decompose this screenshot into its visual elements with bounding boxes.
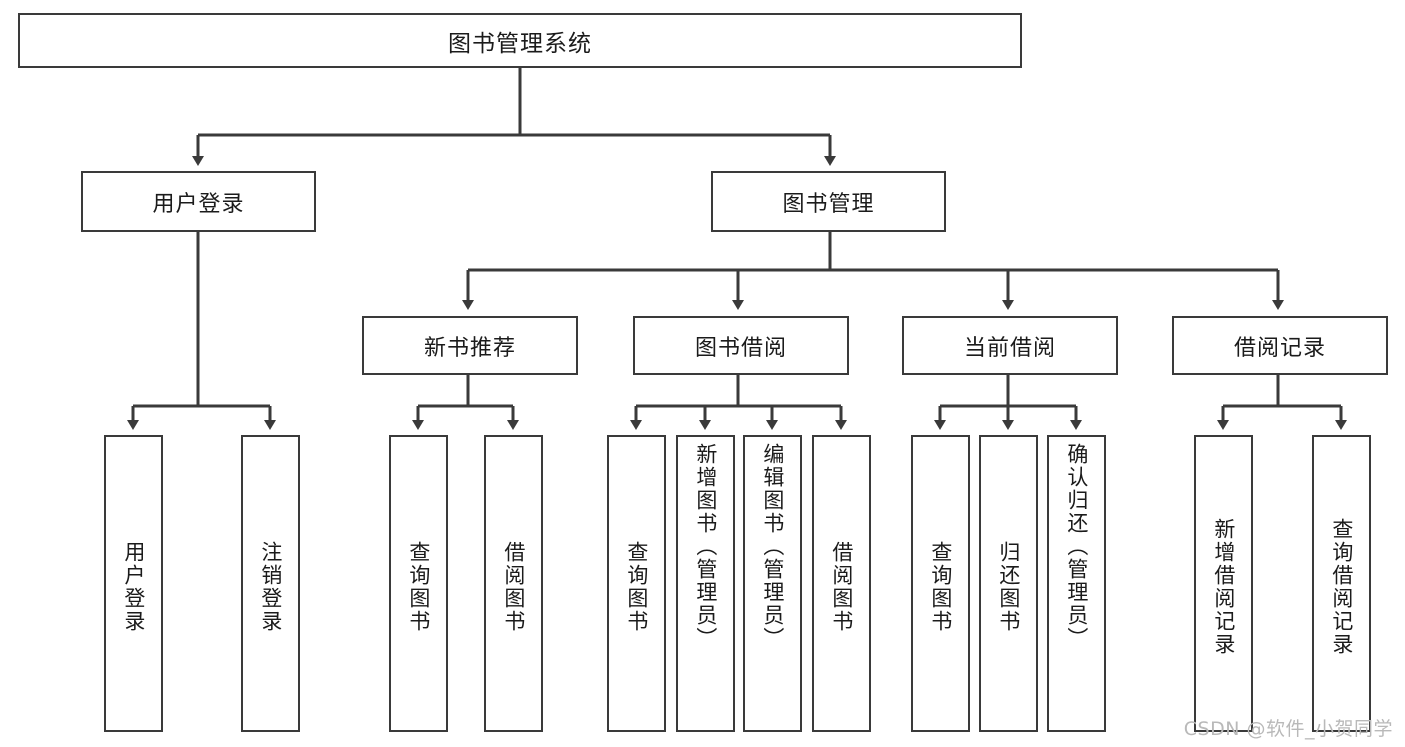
node-borrow-records[interactable]: 借阅记录 (1172, 316, 1388, 375)
leaf-user-login[interactable]: 用户登录 (104, 435, 163, 732)
leaf-logout[interactable]: 注销登录 (241, 435, 300, 732)
node-book-management[interactable]: 图书管理 (711, 171, 946, 232)
node-root-system[interactable]: 图书管理系统 (18, 13, 1022, 68)
node-new-book-recommend-label: 新书推荐 (423, 335, 516, 361)
node-book-borrow[interactable]: 图书借阅 (633, 316, 849, 375)
leaf-borrow-books-recommend[interactable]: 借阅图书 (484, 435, 543, 732)
leaf-edit-book-admin[interactable]: 编辑图书（管理员） (743, 435, 802, 732)
leaf-borrow-books-recommend-label: 借阅图书 (501, 540, 526, 633)
node-book-borrow-label: 图书借阅 (694, 335, 787, 361)
node-current-borrow-label: 当前借阅 (963, 335, 1056, 361)
node-user-login[interactable]: 用户登录 (81, 171, 316, 232)
leaf-user-login-label: 用户登录 (121, 540, 146, 633)
leaf-confirm-return-admin-label: 确认归还（管理员） (1064, 443, 1089, 650)
node-borrow-records-label: 借阅记录 (1233, 335, 1326, 361)
leaf-confirm-return-admin[interactable]: 确认归还（管理员） (1047, 435, 1106, 732)
leaf-query-books-current[interactable]: 查询图书 (911, 435, 970, 732)
leaf-add-book-admin-label: 新增图书（管理员） (693, 443, 718, 650)
node-user-login-label: 用户登录 (152, 191, 245, 217)
node-new-book-recommend[interactable]: 新书推荐 (362, 316, 578, 375)
leaf-query-books-recommend[interactable]: 查询图书 (389, 435, 448, 732)
leaf-query-books-borrow[interactable]: 查询图书 (607, 435, 666, 732)
leaf-query-borrow-record[interactable]: 查询借阅记录 (1312, 435, 1371, 732)
leaf-query-books-recommend-label: 查询图书 (406, 540, 431, 633)
leaf-return-books-label: 归还图书 (996, 540, 1021, 633)
leaf-add-book-admin[interactable]: 新增图书（管理员） (676, 435, 735, 732)
leaf-borrow-books-borrow-label: 借阅图书 (829, 540, 854, 633)
leaf-add-borrow-record[interactable]: 新增借阅记录 (1194, 435, 1253, 732)
node-book-management-label: 图书管理 (782, 191, 875, 217)
node-current-borrow[interactable]: 当前借阅 (902, 316, 1118, 375)
leaf-edit-book-admin-label: 编辑图书（管理员） (760, 443, 785, 650)
watermark-text: CSDN @软件_小贺同学 (1183, 718, 1393, 740)
leaf-query-borrow-record-label: 查询借阅记录 (1329, 517, 1354, 656)
node-root-label: 图书管理系统 (448, 30, 592, 57)
leaf-borrow-books-borrow[interactable]: 借阅图书 (812, 435, 871, 732)
leaf-query-books-current-label: 查询图书 (928, 540, 953, 633)
leaf-logout-label: 注销登录 (258, 540, 283, 633)
leaf-return-books[interactable]: 归还图书 (979, 435, 1038, 732)
leaf-add-borrow-record-label: 新增借阅记录 (1211, 517, 1236, 656)
leaf-query-books-borrow-label: 查询图书 (624, 540, 649, 633)
